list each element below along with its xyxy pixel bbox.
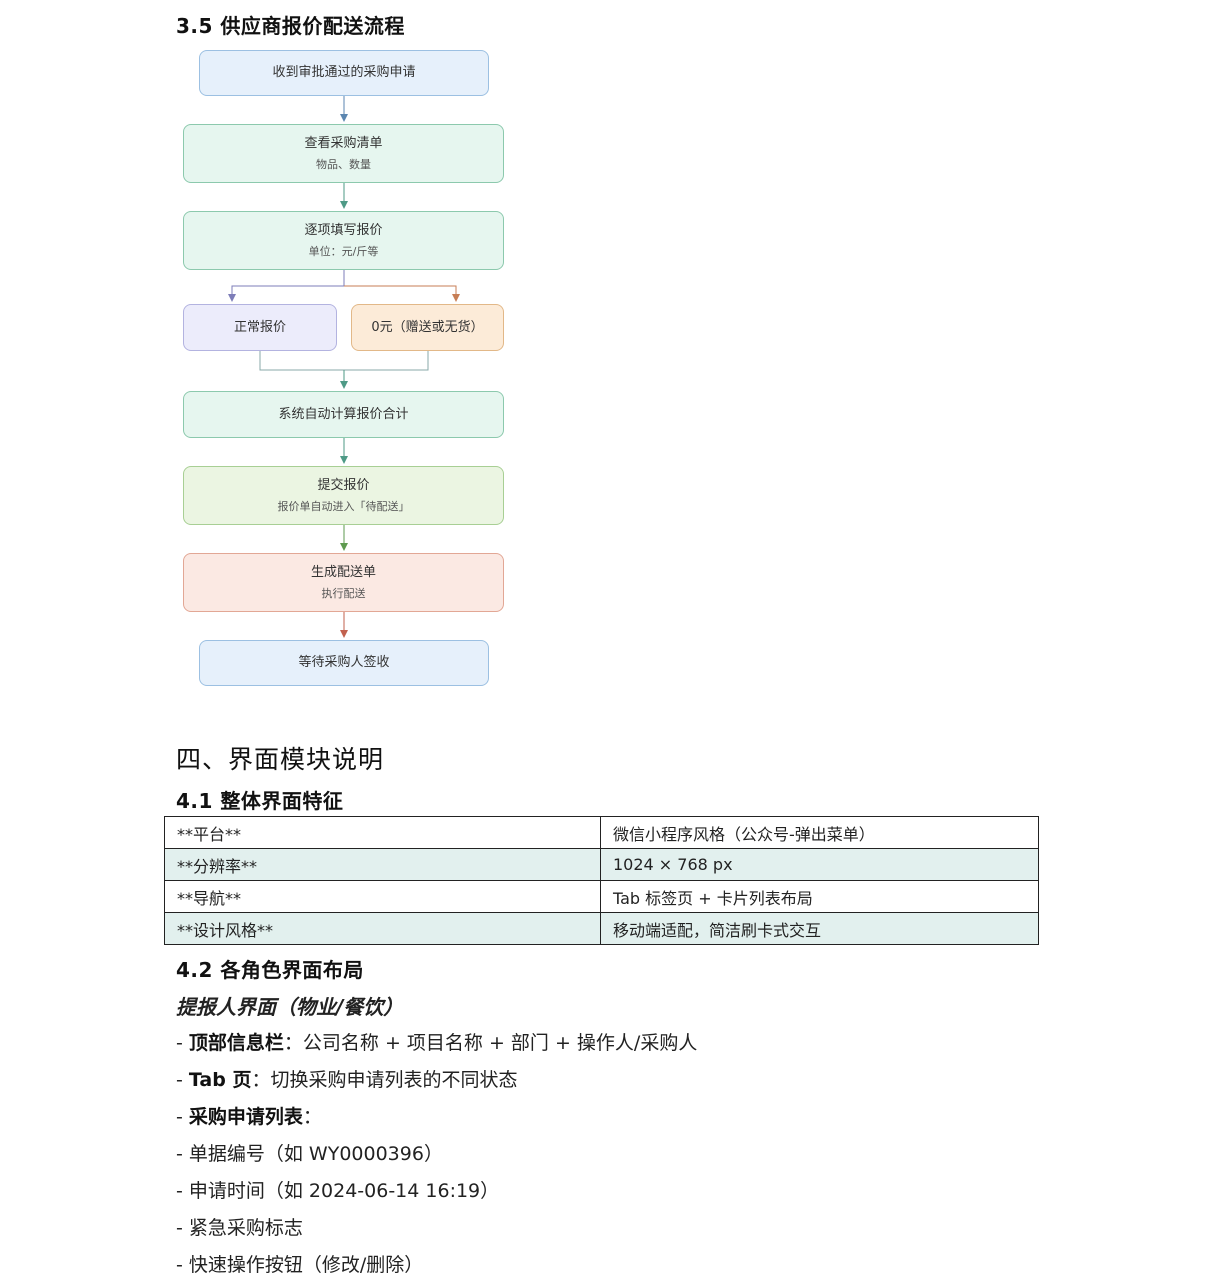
list-item: - 单据编号（如 WY0000396）	[176, 1139, 443, 1166]
bullet-prefix: -	[176, 1106, 189, 1128]
table-row: **设计风格** 移动端适配，简洁刷卡式交互	[164, 912, 1039, 945]
item-text: - 快速操作按钮（修改/删除）	[176, 1254, 424, 1276]
section-3-5-title: 3.5 供应商报价配送流程	[176, 14, 405, 38]
table-cell-key: **分辨率**	[164, 848, 601, 881]
arrow-3b	[344, 285, 460, 302]
flow-node-view-list: 查看采购清单 物品、数量	[183, 124, 504, 183]
flow-node-sub: 物品、数量	[316, 157, 371, 171]
item-text: ：公司名称 + 项目名称 + 部门 + 操作人/采购人	[283, 1032, 698, 1054]
flow-node-zero-quote: 0元（赠送或无货）	[351, 304, 504, 351]
flow-node-title: 系统自动计算报价合计	[278, 406, 409, 422]
flow-node-title: 逐项填写报价	[304, 222, 383, 238]
section-4-title: 四、界面模块说明	[176, 745, 385, 774]
role-subtitle: 提报人界面（物业/餐饮）	[176, 995, 404, 1019]
flow-node-title: 0元（赠送或无货）	[371, 319, 484, 335]
table-row: **平台** 微信小程序风格（公众号-弹出菜单）	[164, 816, 1039, 849]
item-text: ：切换采购申请列表的不同状态	[251, 1069, 518, 1091]
flow-node-title: 收到审批通过的采购申请	[272, 65, 416, 80]
flow-node-receive: 收到审批通过的采购申请	[199, 50, 489, 96]
flow-node-sub: 报价单自动进入「待配送」	[277, 499, 410, 513]
bullet-prefix: -	[176, 1032, 189, 1054]
flow-node-title: 等待采购人签收	[298, 655, 390, 670]
item-text: - 紧急采购标志	[176, 1217, 303, 1239]
flow-node-title: 查看采购清单	[304, 135, 383, 151]
flow-node-await-sign: 等待采购人签收	[199, 640, 489, 686]
item-text: - 单据编号（如 WY0000396）	[176, 1143, 443, 1165]
arrow-3a	[228, 270, 345, 302]
merge-line	[259, 351, 429, 371]
features-table: **平台** 微信小程序风格（公众号-弹出菜单） **分辨率** 1024 × …	[164, 816, 1039, 945]
table-cell-key: **平台**	[164, 816, 601, 849]
flow-node-auto-total: 系统自动计算报价合计	[183, 391, 504, 438]
table-cell-value: Tab 标签页 + 卡片列表布局	[600, 880, 1039, 913]
list-item: - 采购申请列表：	[176, 1102, 322, 1129]
table-cell-key: **设计风格**	[164, 912, 601, 945]
list-item: - 紧急采购标志	[176, 1213, 303, 1240]
flow-node-title: 生成配送单	[310, 564, 376, 580]
list-item: - 申请时间（如 2024-06-14 16:19）	[176, 1176, 499, 1203]
flow-node-title: 提交报价	[317, 477, 370, 493]
flow-node-fill-quote: 逐项填写报价 单位：元/斤等	[183, 211, 504, 270]
flow-node-sub: 单位：元/斤等	[308, 244, 379, 258]
list-item: - 顶部信息栏：公司名称 + 项目名称 + 部门 + 操作人/采购人	[176, 1028, 697, 1055]
flow-node-title: 正常报价	[233, 319, 286, 335]
table-row: **分辨率** 1024 × 768 px	[164, 848, 1039, 881]
flow-node-sub: 执行配送	[321, 586, 366, 600]
list-item: - 快速操作按钮（修改/删除）	[176, 1250, 423, 1277]
table-row: **导航** Tab 标签页 + 卡片列表布局	[164, 880, 1039, 913]
flowchart-connectors	[228, 96, 460, 638]
flow-node-submit: 提交报价 报价单自动进入「待配送」	[183, 466, 504, 525]
table-cell-value: 1024 × 768 px	[600, 848, 1039, 881]
flow-node-normal-quote: 正常报价	[183, 304, 337, 351]
item-bold: 顶部信息栏	[188, 1032, 284, 1054]
item-text: - 申请时间（如 2024-06-14 16:19）	[176, 1180, 500, 1202]
table-cell-value: 微信小程序风格（公众号-弹出菜单）	[600, 816, 1039, 849]
item-text: ：	[302, 1106, 322, 1128]
table-cell-value: 移动端适配，简洁刷卡式交互	[600, 912, 1039, 945]
flow-node-delivery: 生成配送单 执行配送	[183, 553, 504, 612]
section-4-2-title: 4.2 各角色界面布局	[176, 958, 364, 982]
section-4-1-title: 4.1 整体界面特征	[176, 789, 344, 813]
bullet-prefix: -	[176, 1069, 189, 1091]
item-bold: 采购申请列表	[188, 1106, 303, 1128]
table-cell-key: **导航**	[164, 880, 601, 913]
item-bold: Tab 页	[188, 1069, 252, 1091]
list-item: - Tab 页：切换采购申请列表的不同状态	[176, 1065, 517, 1092]
